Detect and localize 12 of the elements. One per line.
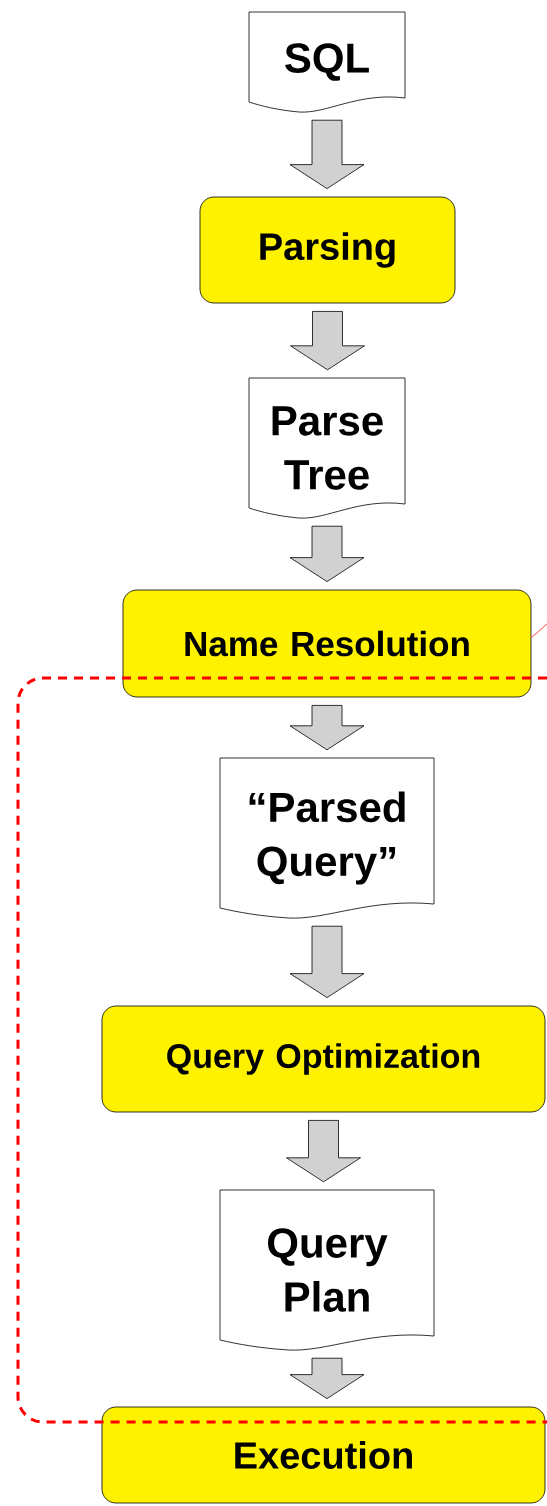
block-arrow xyxy=(289,705,365,751)
process-box: Parsing xyxy=(199,196,456,304)
block-arrow xyxy=(289,119,365,189)
block-arrow xyxy=(289,925,365,998)
process-box: Name Resolution xyxy=(122,589,532,698)
leader-line xyxy=(530,623,547,638)
block-arrow xyxy=(289,1357,365,1399)
process-box: Execution xyxy=(101,1406,546,1504)
block-arrow xyxy=(289,525,365,582)
block-arrow xyxy=(290,311,365,371)
process-box: Query Optimization xyxy=(101,1005,546,1113)
block-arrow xyxy=(286,1120,361,1183)
